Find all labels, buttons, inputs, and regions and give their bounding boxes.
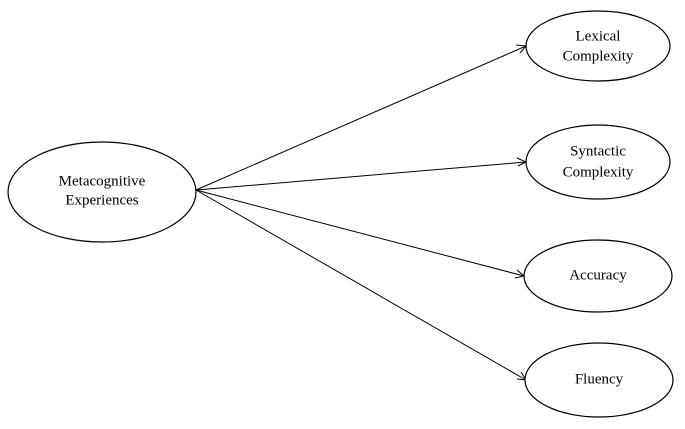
node-label-line-2: Experiences xyxy=(65,192,138,208)
node-syntactic-complexity: Syntactic Complexity xyxy=(525,124,671,200)
arrow-to-syntactic-complexity xyxy=(195,161,527,191)
node-lexical-complexity: Lexical Complexity xyxy=(525,10,671,82)
arrow-to-lexical-complexity xyxy=(195,45,527,191)
node-label-line-1: Syntactic xyxy=(570,143,626,159)
node-label: Fluency xyxy=(575,371,624,387)
node-metacognitive-experiences: Metacognitive Experiences xyxy=(7,141,197,243)
node-label-line-1: Metacognitive xyxy=(59,173,146,189)
node-label: Accuracy xyxy=(569,267,627,283)
edges xyxy=(195,44,528,381)
node-label-line-2: Complexity xyxy=(563,164,634,180)
node-label-line-1: Lexical xyxy=(576,28,621,44)
arrow-to-accuracy xyxy=(195,189,525,277)
arrowhead-lexical-complexity xyxy=(515,44,528,54)
node-label-line-2: Complexity xyxy=(563,48,634,64)
node-ellipse xyxy=(525,10,671,82)
node-fluency: Fluency xyxy=(524,342,674,418)
node-ellipse xyxy=(7,141,197,243)
node-accuracy: Accuracy xyxy=(523,239,673,313)
node-ellipse xyxy=(525,124,671,200)
node-ellipse xyxy=(523,239,673,313)
arrow-to-fluency xyxy=(195,189,527,381)
node-ellipse xyxy=(524,342,674,418)
